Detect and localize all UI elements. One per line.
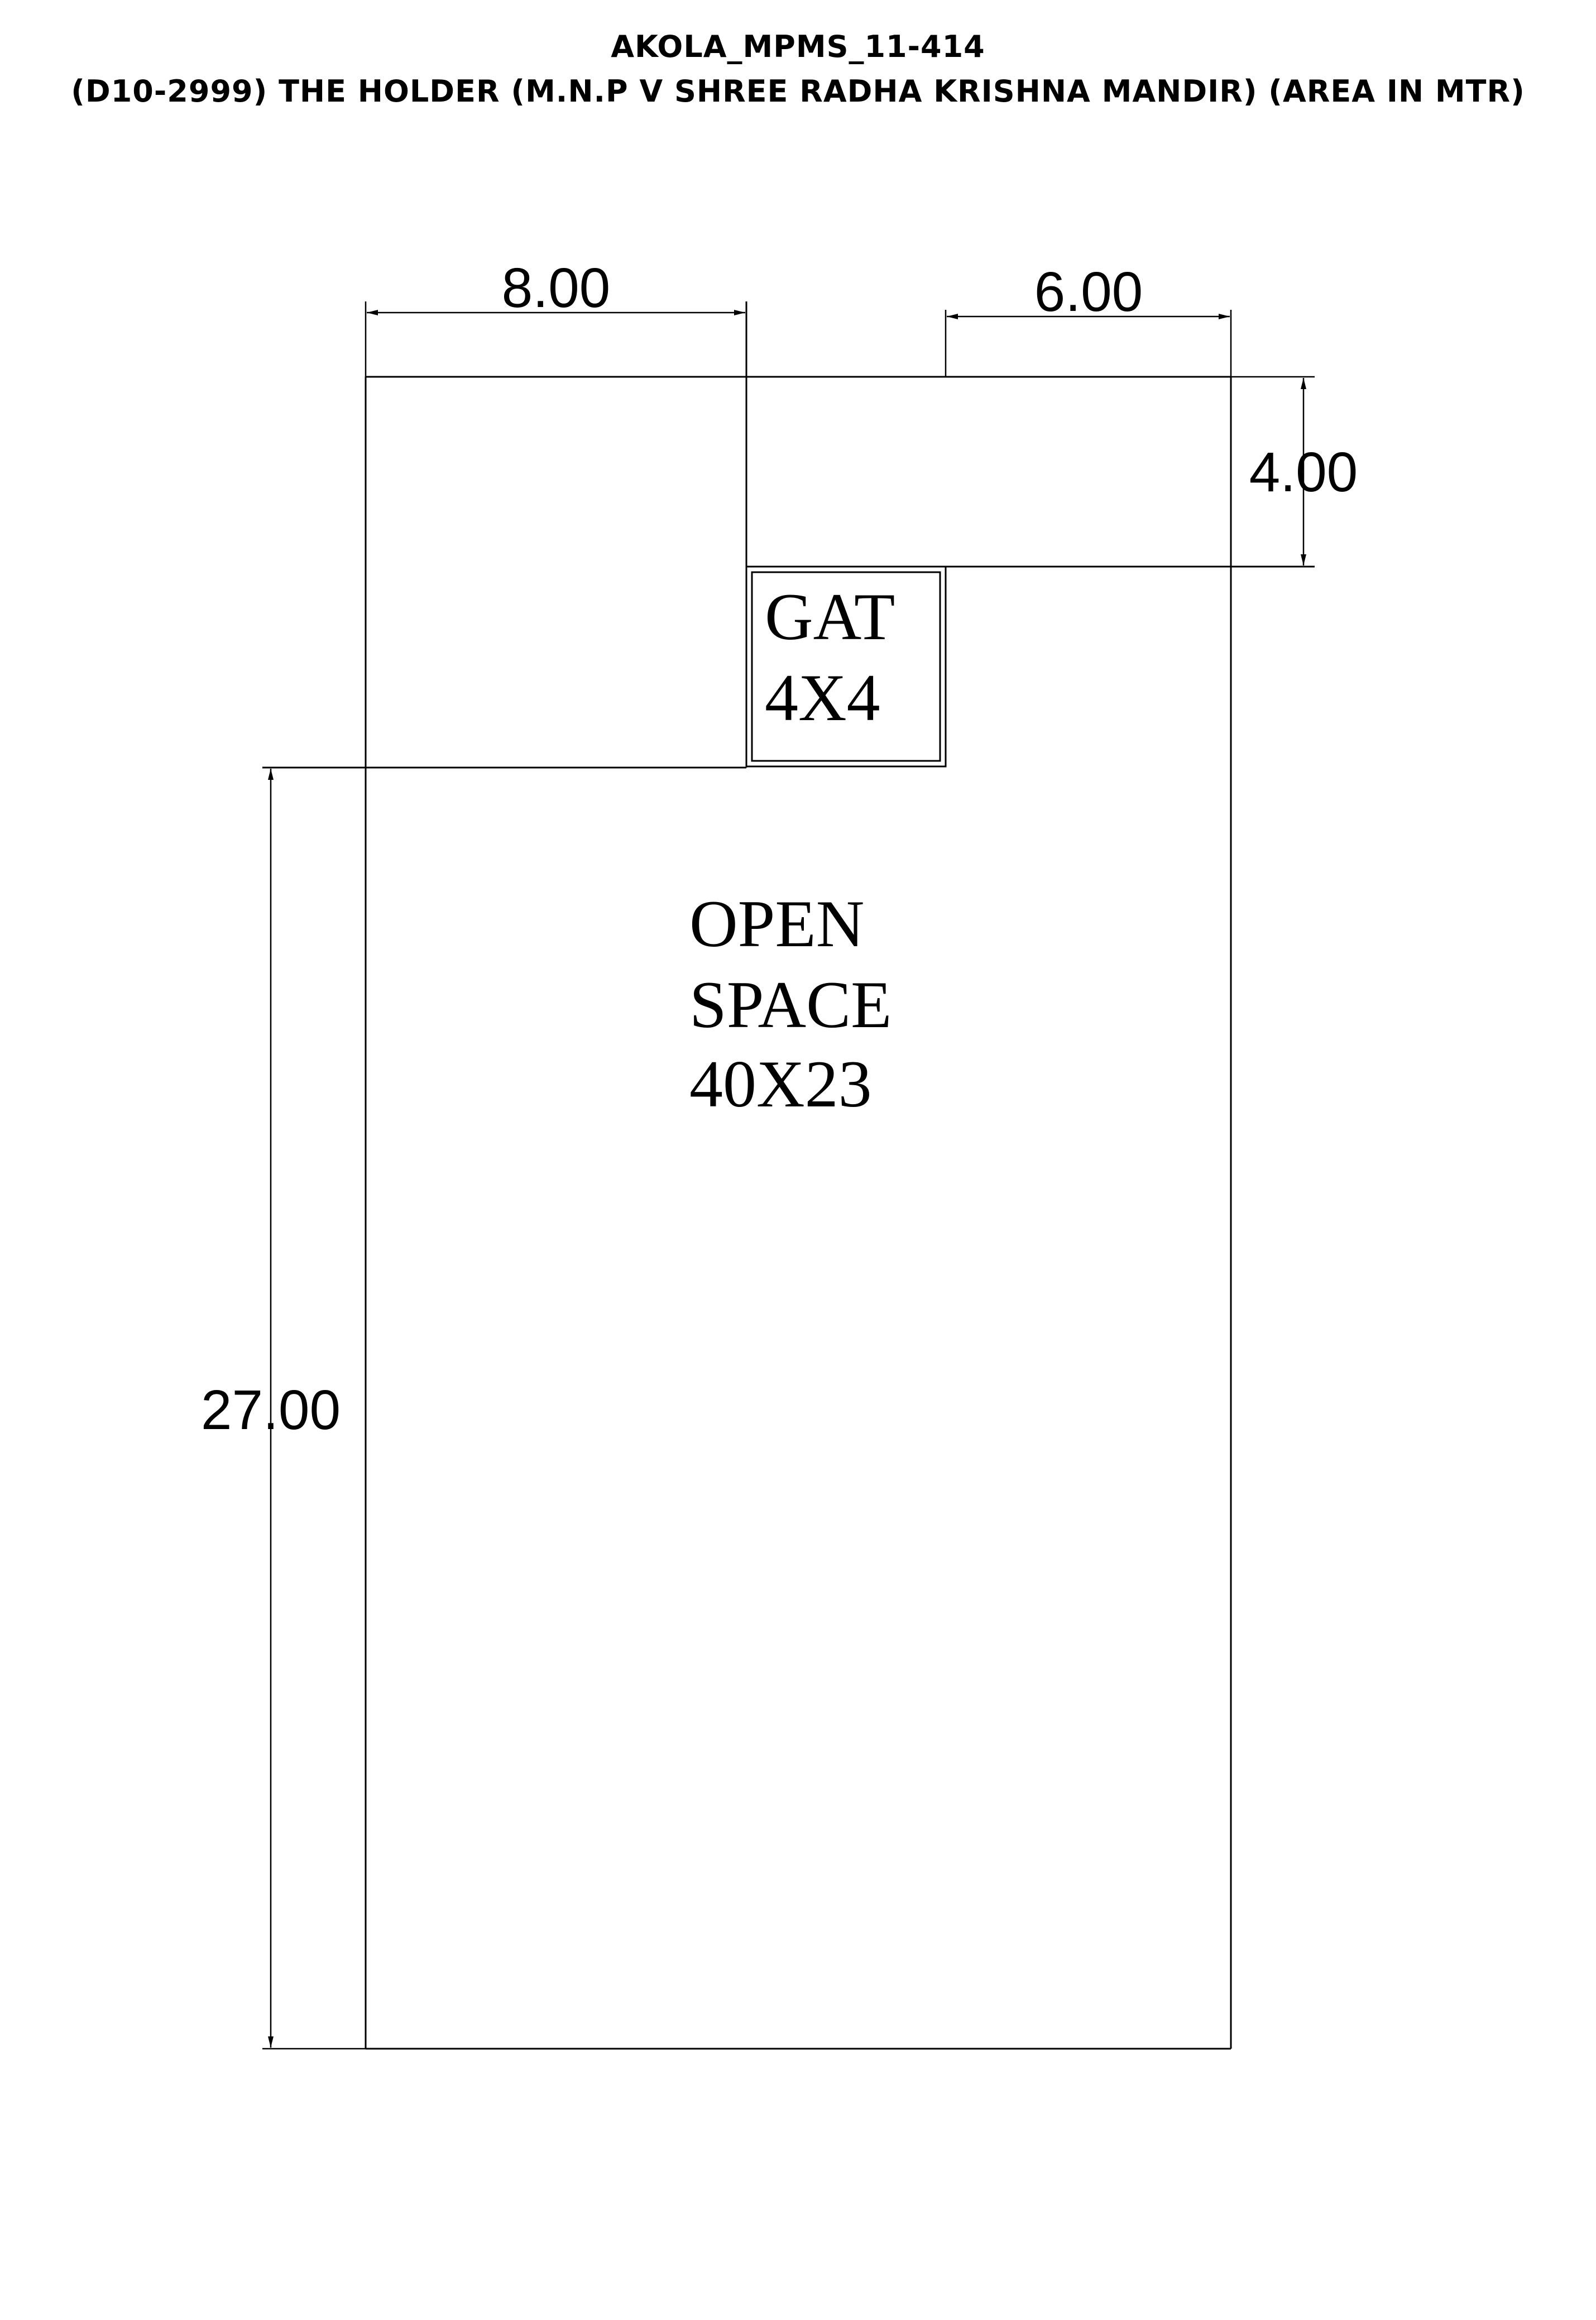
- gat-box: [745, 565, 947, 768]
- drawing-subtitle: (D10-2999) THE HOLDER (M.N.P V SHREE RAD…: [71, 74, 1525, 109]
- dimension-label-right: 4.00: [1249, 441, 1358, 504]
- gat-outer-border: [745, 565, 947, 768]
- dimension-label-top-left: 8.00: [502, 257, 611, 319]
- gat-inner-border: [751, 571, 941, 762]
- dimension-left: [262, 769, 366, 2050]
- dimension-label-left: 27.00: [201, 1379, 341, 1441]
- drawing-title: AKOLA_MPMS_11-414: [611, 29, 985, 64]
- open-space-label-line1: OPEN: [689, 886, 864, 961]
- dimension-right: [1231, 376, 1315, 565]
- drawing-title-block: AKOLA_MPMS_11-414 (D10-2999) THE HOLDER …: [0, 25, 1596, 114]
- gat-label-line2: 4X4: [765, 660, 880, 735]
- plot-outline: [262, 301, 1315, 2050]
- open-space-label-line2: SPACE: [689, 967, 892, 1042]
- open-space-label-line3: 40X23: [689, 1047, 872, 1121]
- dimension-top-right: [945, 310, 1232, 377]
- dimension-top-left: [365, 301, 745, 377]
- dimension-label-top-right: 6.00: [1034, 261, 1143, 323]
- gat-label-line1: GAT: [765, 579, 895, 654]
